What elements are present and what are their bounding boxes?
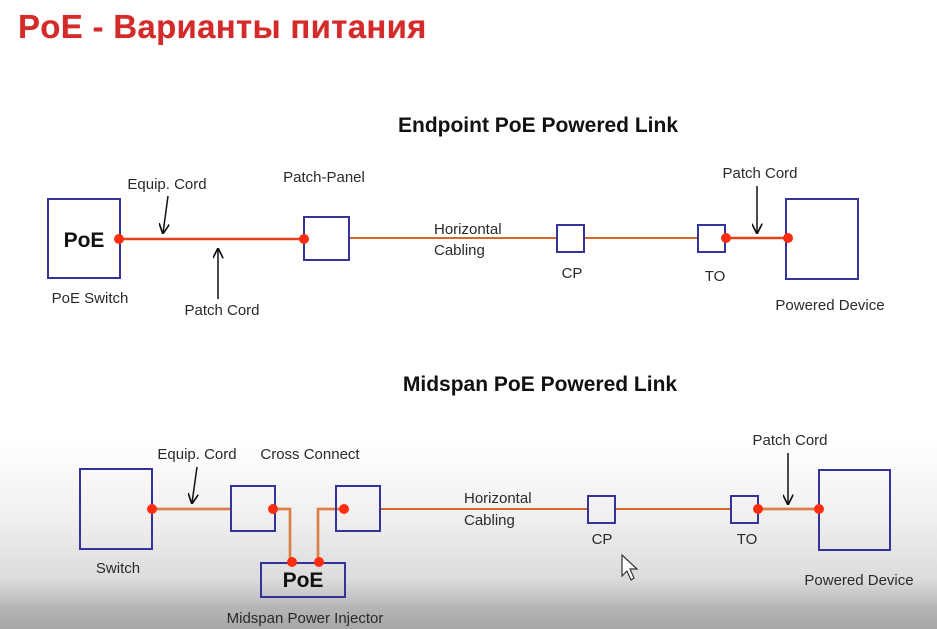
endpoint-patch-panel-label: Patch-Panel bbox=[283, 169, 365, 186]
endpoint-patch-panel-box bbox=[303, 216, 350, 261]
midspan-node-cc2 bbox=[339, 504, 349, 514]
midspan-switch-box bbox=[79, 468, 153, 550]
midspan-node-injector-out bbox=[314, 557, 324, 567]
mouse-cursor-icon bbox=[621, 553, 639, 581]
midspan-cross-connect-label: Cross Connect bbox=[260, 446, 360, 463]
endpoint-to-label: TO bbox=[705, 268, 726, 285]
endpoint-powered-device-box bbox=[785, 198, 859, 280]
midspan-injector-out-wire bbox=[316, 507, 344, 562]
midspan-equip-cord-label: Equip. Cord bbox=[157, 446, 236, 463]
midspan-powered-device-label: Powered Device bbox=[804, 572, 913, 589]
midspan-switch-caption: Switch bbox=[96, 560, 140, 577]
midspan-patch-cord-right-label: Patch Cord bbox=[752, 432, 827, 449]
midspan-horizontal-label-2: Cabling bbox=[464, 512, 515, 529]
midspan-powered-device-box bbox=[818, 469, 891, 551]
endpoint-cp-label: CP bbox=[562, 265, 583, 282]
endpoint-cp-box bbox=[556, 224, 585, 253]
endpoint-node-to bbox=[721, 233, 731, 243]
midspan-injector-out-wire-core bbox=[317, 508, 344, 562]
endpoint-to-box bbox=[697, 224, 726, 253]
midspan-node-injector-in bbox=[287, 557, 297, 567]
midspan-equip-cord-arrow bbox=[192, 466, 197, 503]
midspan-section: Midspan PoE Powered Link Switch Cross Co… bbox=[79, 373, 914, 627]
midspan-cp-label: CP bbox=[592, 531, 613, 548]
bottom-bar bbox=[0, 604, 937, 629]
midspan-injector-caption: Midspan Power Injector bbox=[227, 610, 384, 627]
midspan-horizontal-label-1: Horizontal bbox=[464, 490, 532, 507]
endpoint-patch-cord-label: Patch Cord bbox=[184, 302, 259, 319]
midspan-node-cc1 bbox=[268, 504, 278, 514]
midspan-injector-in-wire-core bbox=[273, 508, 291, 562]
endpoint-horizontal-label-2: Cabling bbox=[434, 242, 485, 259]
endpoint-node-device bbox=[783, 233, 793, 243]
endpoint-switch-caption: PoE Switch bbox=[52, 290, 129, 307]
endpoint-horizontal-label-1: Horizontal bbox=[434, 221, 502, 238]
slide-title: PoE - Варианты питания bbox=[18, 8, 427, 45]
endpoint-heading: Endpoint PoE Powered Link bbox=[398, 114, 678, 137]
midspan-heading: Midspan PoE Powered Link bbox=[403, 373, 678, 396]
midspan-injector-box bbox=[260, 562, 346, 598]
midspan-node-switch bbox=[147, 504, 157, 514]
endpoint-patch-cord-right-label: Patch Cord bbox=[722, 165, 797, 182]
endpoint-equip-cord-label: Equip. Cord bbox=[127, 176, 206, 193]
endpoint-powered-device-label: Powered Device bbox=[775, 297, 884, 314]
midspan-node-to bbox=[753, 504, 763, 514]
endpoint-node-patch-panel bbox=[299, 234, 309, 244]
midspan-cross-connect-box-2 bbox=[335, 485, 381, 532]
midspan-injector-poe-label: PoE bbox=[283, 569, 324, 592]
endpoint-section: Endpoint PoE Powered Link PoE PoE Switch… bbox=[47, 114, 885, 319]
endpoint-equip-cord-arrow bbox=[163, 195, 168, 233]
midspan-node-device bbox=[814, 504, 824, 514]
midspan-to-label: TO bbox=[737, 531, 758, 548]
midspan-cp-box bbox=[587, 495, 616, 524]
endpoint-node-switch bbox=[114, 234, 124, 244]
endpoint-poe-label: PoE bbox=[64, 229, 105, 252]
